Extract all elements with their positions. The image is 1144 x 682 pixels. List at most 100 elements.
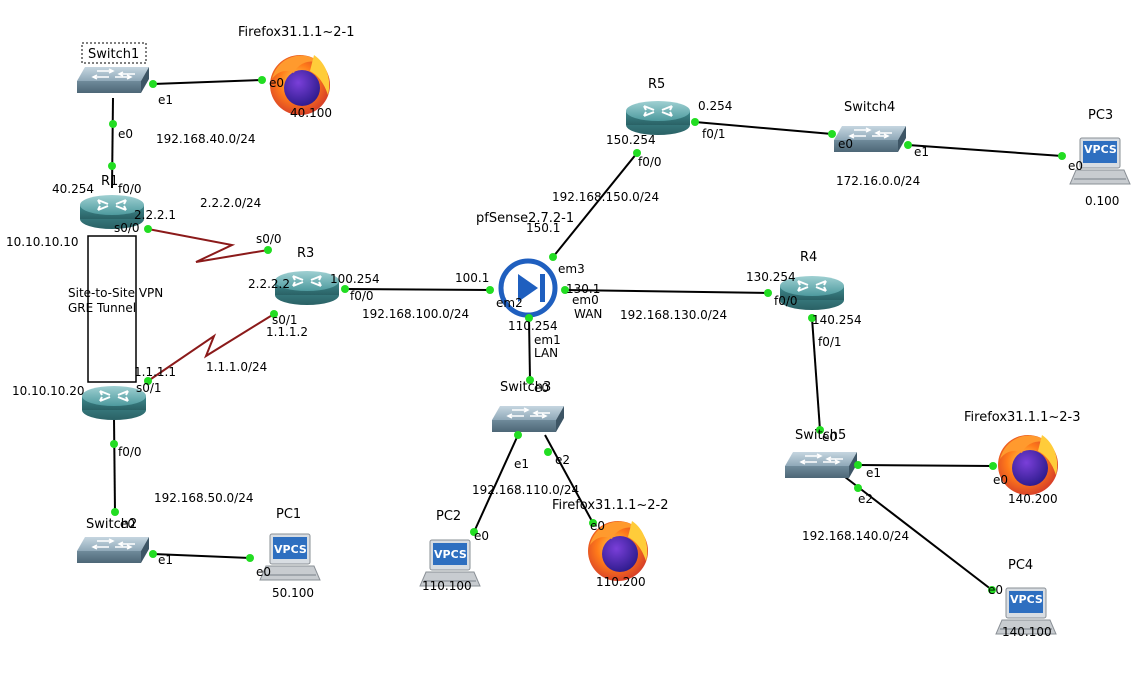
switch4-label: Switch4 [844, 100, 895, 115]
port-dot[interactable] [988, 586, 996, 594]
switch2-icon[interactable] [76, 536, 150, 564]
port-dot[interactable] [270, 310, 278, 318]
vpn-label-2: GRE Tunnel [68, 301, 136, 315]
switch5-icon[interactable] [784, 451, 858, 479]
link-r1-r3-serial[interactable] [147, 228, 269, 263]
r5-router-icon[interactable] [625, 100, 691, 136]
port-dot[interactable] [633, 149, 641, 157]
switch1-e0-label: e0 [118, 127, 133, 141]
link-switch2-pc1[interactable] [152, 553, 251, 559]
pc4-vpcs-label: VPCS [1010, 593, 1043, 606]
link-switch1-firefox1[interactable] [152, 79, 263, 85]
net-50-label: 192.168.50.0/24 [154, 491, 253, 505]
switch3-icon[interactable] [491, 405, 565, 433]
port-dots [108, 76, 1066, 594]
pfsense-icon[interactable] [498, 258, 558, 318]
port-dot[interactable] [514, 431, 522, 439]
link-r2-switch2[interactable] [113, 417, 116, 513]
port-dot[interactable] [525, 314, 533, 322]
port-dot[interactable] [1058, 152, 1066, 160]
port-dot[interactable] [341, 285, 349, 293]
r2-tunnel-ip-label: 10.10.10.20 [12, 384, 85, 398]
port-dot[interactable] [808, 314, 816, 322]
port-dot[interactable] [828, 130, 836, 138]
net-40-label: 192.168.40.0/24 [156, 132, 255, 146]
r5-0254-label: 0.254 [698, 99, 732, 113]
port-dot[interactable] [264, 246, 272, 254]
net-100-label: 192.168.100.0/24 [362, 307, 469, 321]
pf-110254-label: 110.254 [508, 319, 558, 333]
port-dot[interactable] [854, 461, 862, 469]
r3-222-label: 2.2.2.2 [248, 277, 290, 291]
pf-em0-label: em0 [572, 293, 599, 307]
pfsense-label: pfSense2.7.2-1 [476, 211, 574, 226]
port-dot[interactable] [854, 484, 862, 492]
port-dot[interactable] [110, 440, 118, 448]
port-dot[interactable] [149, 80, 157, 88]
port-dot[interactable] [111, 508, 119, 516]
r1-s00-label: s0/0 [114, 221, 140, 235]
port-dot[interactable] [109, 120, 117, 128]
port-dot[interactable] [526, 376, 534, 384]
port-dot[interactable] [486, 286, 494, 294]
link-pfsense-r5[interactable] [552, 152, 638, 258]
link-r4-switch5[interactable] [811, 317, 821, 431]
port-dot[interactable] [989, 462, 997, 470]
pc1-e0-label: e0 [256, 565, 271, 579]
r1-f00-label: f0/0 [118, 182, 142, 196]
link-switch3-pc2[interactable] [473, 434, 519, 533]
port-dot[interactable] [246, 554, 254, 562]
link-switch5-pc4[interactable] [844, 476, 993, 591]
link-pfsense-switch3[interactable] [528, 317, 531, 381]
switch2-label: Switch2 [86, 517, 137, 532]
pc2-e0-label: e0 [474, 529, 489, 543]
port-dot[interactable] [258, 76, 266, 84]
port-dot[interactable] [691, 118, 699, 126]
port-dot[interactable] [470, 528, 478, 536]
switch5-e2-label: e2 [858, 492, 873, 506]
r5-f01-label: f0/1 [702, 127, 726, 141]
port-dot[interactable] [561, 286, 569, 294]
port-dot[interactable] [764, 289, 772, 297]
net-150-label: 192.168.150.0/24 [552, 190, 659, 204]
pf-150-label: 150.1 [526, 221, 560, 235]
port-dot[interactable] [149, 550, 157, 558]
firefox2-label: Firefox31.1.1~2-2 [552, 498, 669, 513]
pf-em1-label: em1 [534, 333, 561, 347]
r1-tunnel-ip-label: 10.10.10.10 [6, 235, 79, 249]
r3-f00-label: f0/0 [350, 289, 374, 303]
link-r3-pfsense[interactable] [344, 288, 491, 291]
pc1-vpcs-label: VPCS [274, 543, 307, 556]
pf-lan-label: LAN [534, 346, 558, 360]
switch2-e1-label: e1 [158, 553, 173, 567]
link-switch4-pc3[interactable] [907, 144, 1063, 157]
r5-label: R5 [648, 77, 665, 92]
link-switch3-firefox2[interactable] [544, 434, 594, 524]
switch3-e2-label: e2 [555, 453, 570, 467]
port-dot[interactable] [816, 426, 824, 434]
r5-150254-label: 150.254 [606, 133, 656, 147]
switch5-label: Switch5 [795, 428, 846, 443]
r4-140254-label: 140.254 [812, 313, 862, 327]
pf-1001-label: 100.1 [455, 271, 489, 285]
pc3-vpcs-label: VPCS [1084, 143, 1117, 156]
link-r2-r3-serial[interactable] [147, 313, 275, 382]
pf-1301-label: 130.1 [566, 282, 600, 296]
link-switch1-r1[interactable] [111, 97, 114, 189]
firefox1-e0-label: e0 [269, 76, 284, 90]
port-dot[interactable] [144, 377, 152, 385]
port-dot[interactable] [904, 141, 912, 149]
port-dot[interactable] [108, 162, 116, 170]
port-dot[interactable] [544, 448, 552, 456]
pf-em2-label: em2 [496, 296, 523, 310]
link-r5-switch4[interactable] [694, 121, 833, 135]
r4-130254-label: 130.254 [746, 270, 796, 284]
port-dot[interactable] [589, 519, 597, 527]
port-dot[interactable] [549, 253, 557, 261]
switch1-icon[interactable] [76, 66, 150, 94]
link-pfsense-r4[interactable] [564, 289, 769, 294]
link-switch5-firefox3[interactable] [857, 464, 994, 467]
port-dot[interactable] [144, 225, 152, 233]
switch1-e1-label: e1 [158, 93, 173, 107]
